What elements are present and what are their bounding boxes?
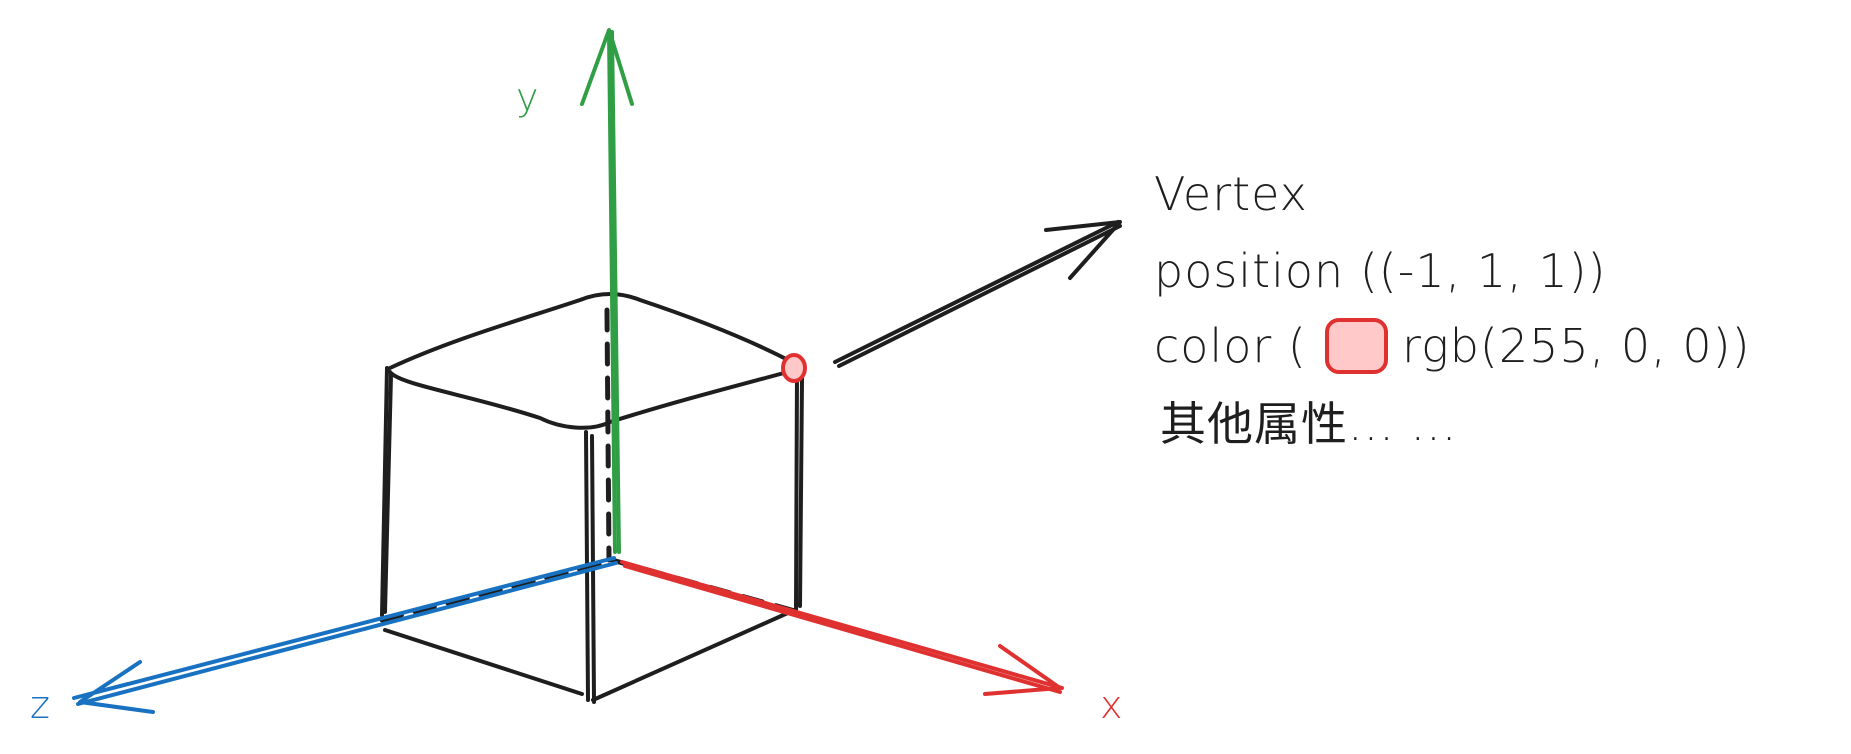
vertex-point: [781, 353, 807, 383]
vertex-color-value: rgb(255, 0, 0)): [1402, 319, 1751, 373]
z-axis: [72, 556, 618, 714]
z-axis-label: z: [30, 683, 50, 727]
x-axis-label: x: [1100, 683, 1123, 727]
y-axis: [580, 28, 634, 554]
vertex-info: Vertex position ((-1, 1, 1)) color ( rgb…: [1154, 167, 1751, 451]
vertex-other-attributes: 其他属性... ...: [1160, 397, 1457, 451]
cube-visible-edges: [380, 292, 804, 704]
vertex-color-prefix: color (: [1154, 319, 1307, 373]
y-axis-label: y: [516, 75, 539, 119]
color-swatch: [1325, 318, 1388, 374]
vertex-position: position ((-1, 1, 1)): [1154, 244, 1607, 298]
x-axis: [620, 560, 1064, 696]
pointer-arrow: [833, 220, 1122, 368]
vertex-title: Vertex: [1154, 167, 1308, 221]
